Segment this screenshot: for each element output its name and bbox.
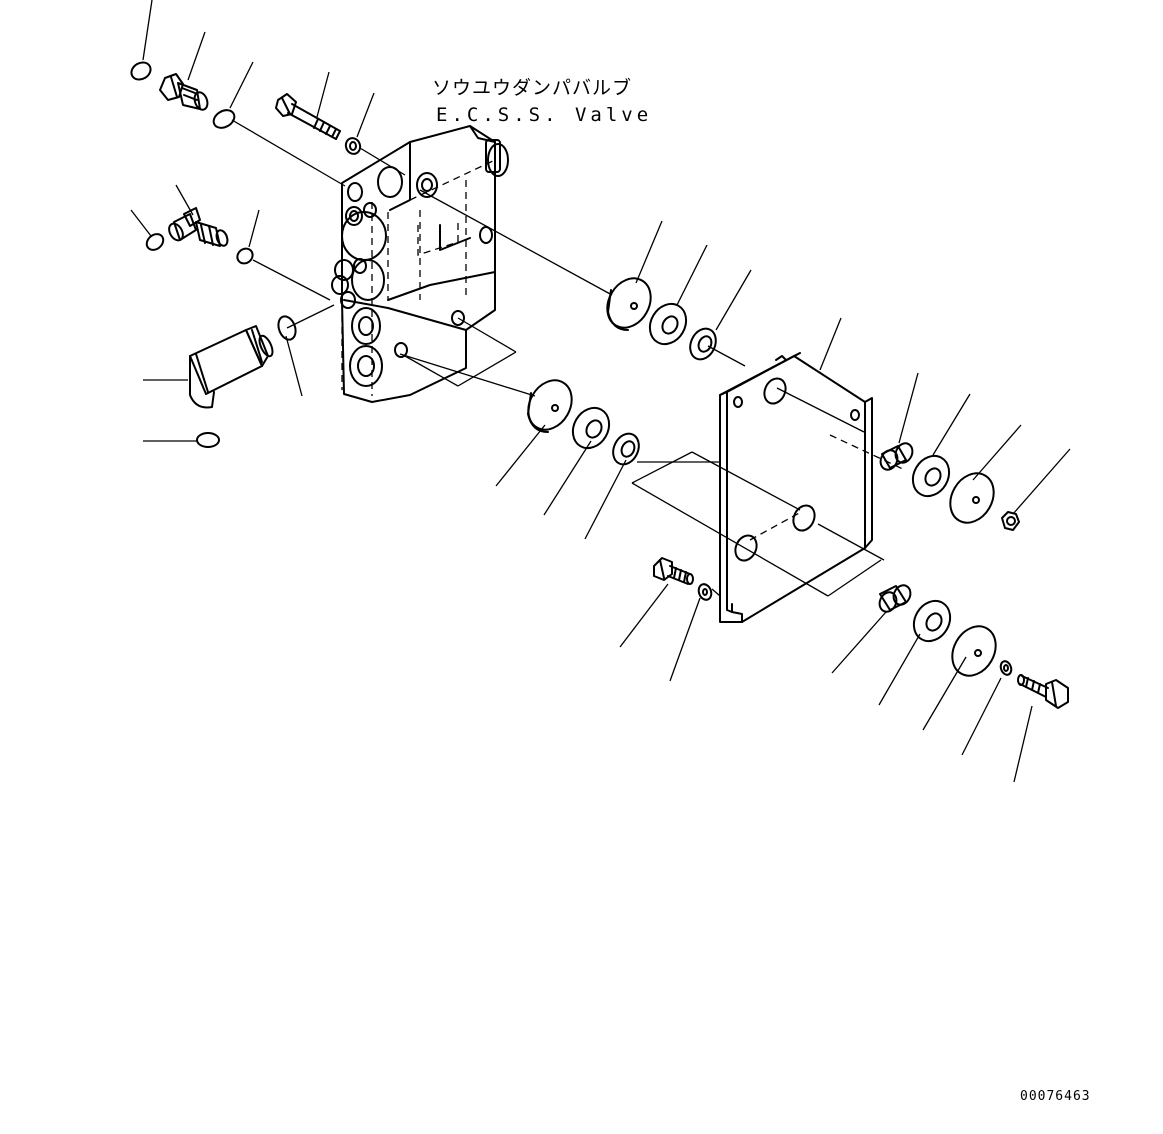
o-ring-sensor bbox=[277, 315, 297, 341]
plate-washer-lower-right bbox=[951, 625, 997, 677]
rubber-mount-upper bbox=[606, 277, 652, 331]
o-ring-left bbox=[145, 233, 165, 251]
elbow-fitting bbox=[168, 207, 229, 247]
hex-bolt-lower-right bbox=[1017, 674, 1069, 709]
straight-fitting bbox=[159, 73, 209, 111]
small-washer-lower-right bbox=[999, 660, 1013, 676]
washer-bolt bbox=[344, 137, 362, 155]
o-ring-bottom-left bbox=[196, 432, 220, 448]
valve-title-english: E.C.S.S. Valve bbox=[436, 104, 653, 126]
bracket-plate bbox=[719, 352, 873, 623]
assembly-lines bbox=[231, 119, 906, 597]
washer-upper-right bbox=[911, 454, 951, 498]
washer-lower-right bbox=[912, 599, 952, 643]
spacer-upper-right bbox=[879, 442, 914, 471]
washer-lower-left-small bbox=[697, 583, 713, 601]
nut-upper-right bbox=[1001, 511, 1020, 531]
washer-lower-1 bbox=[571, 406, 611, 450]
valve-title-japanese: ソウユウダンパバルブ bbox=[432, 77, 633, 99]
valve-body bbox=[331, 125, 509, 403]
washer-upper-1 bbox=[648, 302, 688, 346]
o-ring-fitting bbox=[212, 109, 236, 129]
spacer-lower-right bbox=[878, 584, 912, 613]
leader-lines bbox=[130, 0, 1071, 783]
hex-bolt-lower-left bbox=[653, 557, 694, 585]
collar-upper bbox=[689, 327, 717, 361]
o-ring-top-left bbox=[130, 61, 152, 81]
rubber-mount-lower bbox=[527, 379, 573, 433]
plate-washer-upper-right bbox=[949, 472, 995, 524]
drawing-number: 00076463 bbox=[1020, 1089, 1091, 1104]
long-bolt bbox=[275, 93, 341, 140]
o-ring-elbow bbox=[236, 247, 254, 265]
collar-lower bbox=[612, 432, 640, 466]
pressure-sensor bbox=[189, 325, 274, 409]
